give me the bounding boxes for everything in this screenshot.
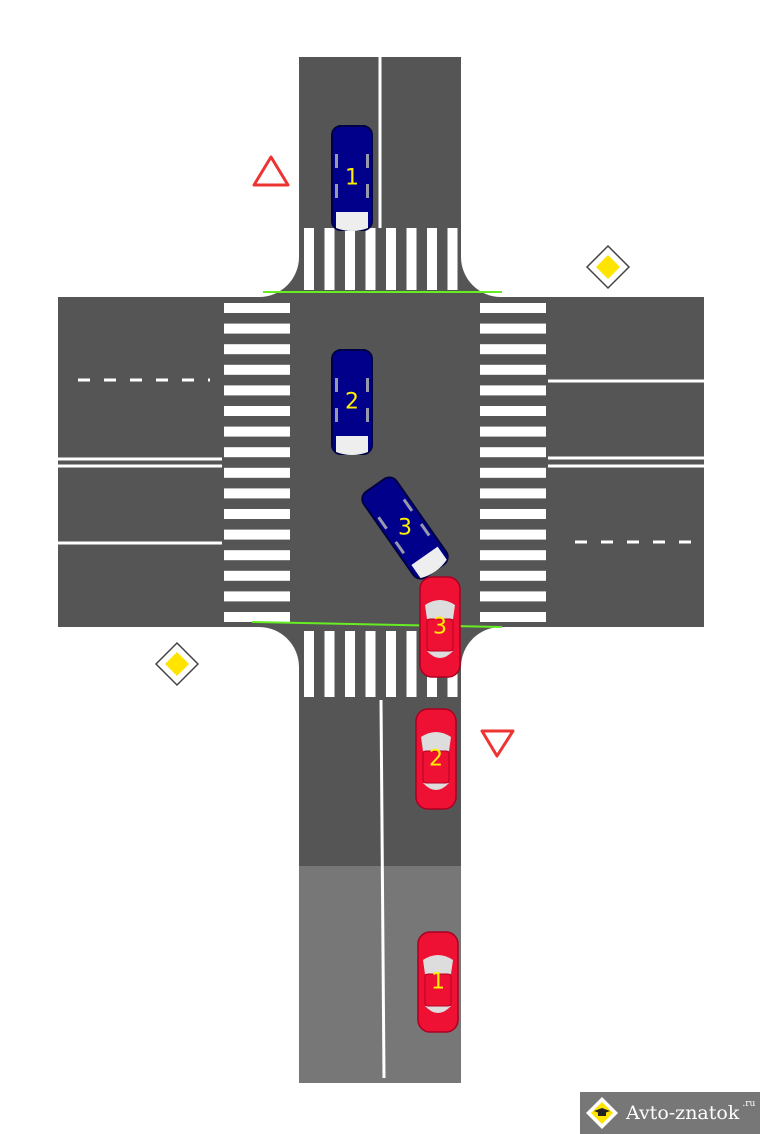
car-number-label: 2	[345, 390, 359, 415]
priority-road-sign-icon	[585, 244, 631, 290]
crosswalk-stripe	[224, 406, 290, 416]
crosswalk-stripe	[480, 364, 546, 375]
crosswalk-stripe	[480, 467, 546, 478]
red-car-3: 3	[419, 576, 461, 678]
crosswalk-stripe	[447, 228, 458, 290]
crosswalk-stripe	[224, 529, 290, 540]
crosswalk-stripe	[480, 488, 546, 499]
crosswalk-stripe	[386, 228, 396, 290]
crosswalk-stripe	[480, 509, 546, 519]
priority-road-sign-icon	[154, 641, 200, 687]
crosswalk-stripe	[304, 631, 314, 697]
crosswalk-stripe	[386, 631, 396, 697]
crosswalk-stripe	[480, 550, 546, 561]
crosswalk-stripe	[480, 570, 546, 581]
blue-car-2: 2	[331, 349, 373, 455]
crosswalk-stripe	[224, 426, 290, 437]
blue-car-1: 1	[331, 125, 373, 231]
crosswalk-stripe	[224, 467, 290, 478]
crosswalk-stripe	[480, 303, 546, 313]
car-number-label: 2	[429, 747, 443, 772]
crosswalk-stripe	[345, 228, 355, 290]
crosswalk-stripe	[406, 631, 417, 697]
car-number-label: 1	[345, 166, 359, 191]
crosswalk-stripe	[480, 591, 546, 602]
crosswalk-stripe	[224, 612, 290, 622]
crosswalk-stripe	[224, 364, 290, 375]
crosswalk-stripe	[480, 323, 546, 334]
yield-sign-icon	[252, 155, 290, 187]
crosswalk-stripe	[480, 529, 546, 540]
road-surface	[58, 57, 704, 1083]
logo-diamond-icon	[586, 1097, 618, 1129]
crosswalk-stripe	[406, 228, 417, 290]
crosswalk-stripe	[224, 509, 290, 519]
crosswalk-stripe	[224, 570, 290, 581]
crosswalk-stripe	[480, 426, 546, 437]
crosswalk-stripe	[365, 228, 376, 290]
logo-text: Avto-znatok	[626, 1102, 740, 1124]
car-number-label: 3	[433, 615, 447, 640]
crosswalk-stripe	[224, 488, 290, 499]
crosswalk-stripe	[480, 385, 546, 396]
lane-markings	[58, 57, 704, 1079]
crosswalk-stripe	[365, 631, 376, 697]
crosswalk-stripe	[480, 406, 546, 416]
crosswalk-stripe	[324, 228, 335, 290]
crosswalk-stripe	[224, 447, 290, 458]
crosswalk-stripe	[224, 344, 290, 355]
crosswalk-stripe	[480, 344, 546, 355]
crosswalk-stripe	[480, 447, 546, 458]
red-car-1: 1	[417, 931, 459, 1033]
logo-suffix: .ru	[742, 1099, 756, 1109]
crosswalk-stripe	[224, 303, 290, 313]
crosswalk-stripe	[304, 228, 314, 290]
crosswalk-stripe	[324, 631, 335, 697]
crosswalk-stripe	[224, 323, 290, 334]
blue-car-3: 3	[361, 476, 449, 580]
yield-sign-icon	[480, 729, 515, 758]
crosswalk-stripe	[224, 591, 290, 602]
vehicles: 1 2 3 3 2 1	[331, 125, 461, 1033]
crosswalk-stripe	[427, 228, 437, 290]
crosswalk-stripe	[224, 385, 290, 396]
red-car-2: 2	[415, 708, 457, 810]
car-number-label: 1	[431, 970, 445, 995]
car-number-label: 3	[398, 516, 412, 541]
crosswalks	[224, 228, 546, 697]
crosswalk-stripe	[345, 631, 355, 697]
site-logo[interactable]: Avto-znatok .ru	[580, 1092, 760, 1134]
crosswalk-stripe	[224, 550, 290, 561]
crosswalk-stripe	[480, 612, 546, 622]
road-signs	[154, 155, 631, 758]
